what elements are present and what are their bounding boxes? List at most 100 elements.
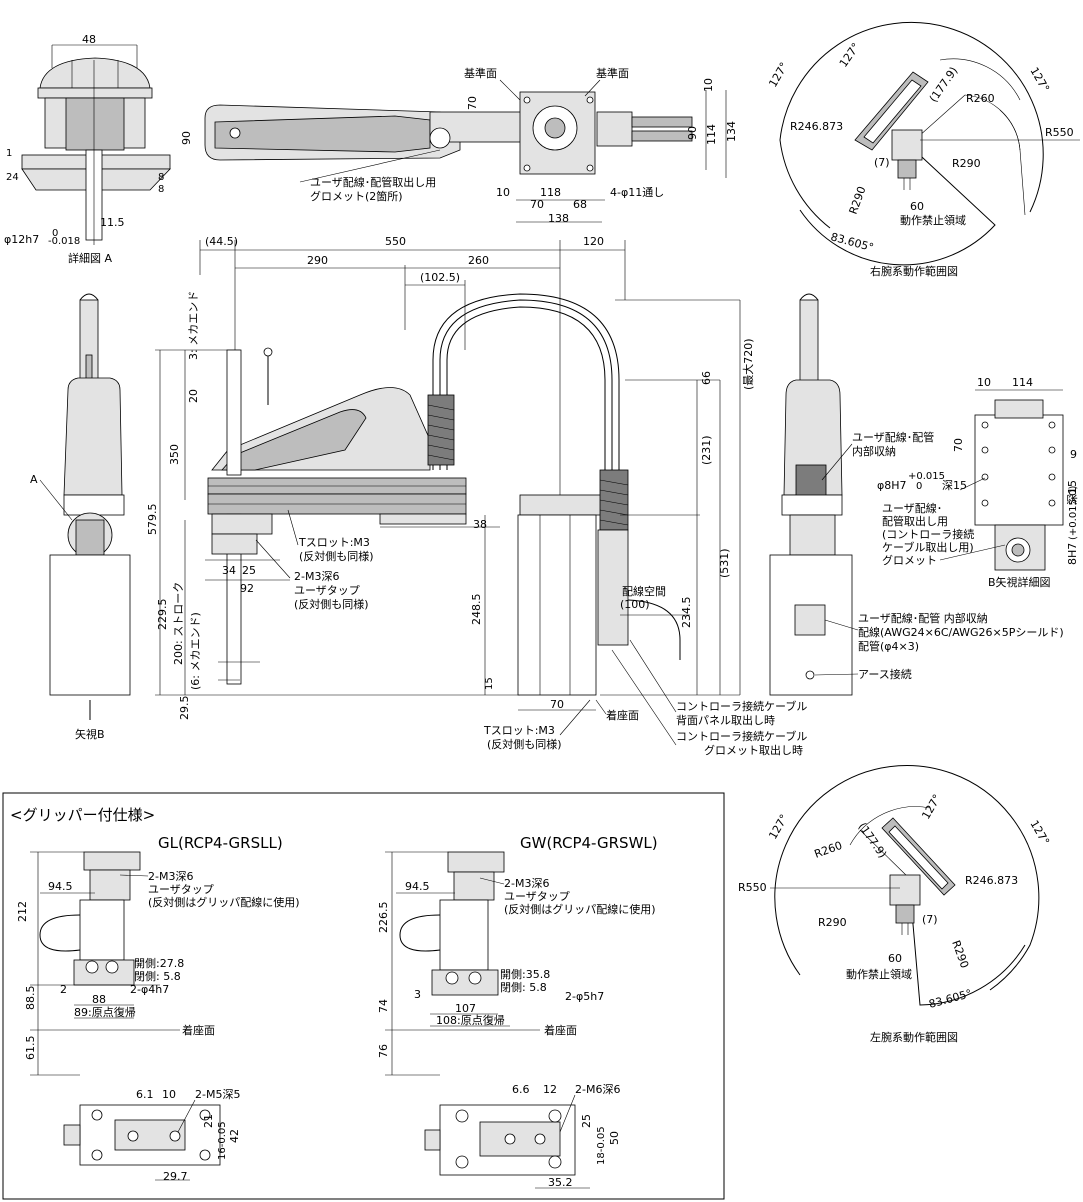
dim-label: 38: [473, 518, 487, 531]
dim-label: 12: [543, 1083, 557, 1096]
dim-label: 200: ストローク: [172, 582, 185, 665]
label: 閉側: 5.8: [134, 970, 181, 983]
label: ケーブル取出し用): [882, 540, 974, 554]
gripper-frame: [2, 792, 725, 1200]
label: グロメット: [882, 553, 937, 567]
gripper-gw-bottom: 6.6 12 2-M6深6 25 18-0.05 50 35.2: [424, 1083, 621, 1189]
dim-label: (177.9): [927, 64, 961, 104]
label: +0.015: [908, 471, 945, 482]
label: 開側:35.8: [500, 968, 550, 981]
dim-label: 0: [52, 228, 58, 239]
dim-label: 74: [377, 999, 390, 1013]
label: 閉側: 5.8: [500, 981, 547, 994]
dim-label: 127°: [766, 60, 791, 89]
dim-label: 29.7: [163, 1170, 188, 1183]
gripper-section: <グリッパー付仕様> GL(RCP4-GRSLL) 94.5 2-M3深6 ユー…: [2, 792, 725, 1200]
label: 4-φ11通し: [610, 186, 664, 199]
dim-label: 83.605°: [927, 987, 973, 1011]
dim-label: 226.5: [377, 902, 390, 934]
dim-label: 2: [60, 983, 67, 996]
dim-label: 60: [888, 952, 902, 965]
dim-label: 234.5: [680, 597, 693, 629]
dim-label: 6.1: [136, 1088, 154, 1101]
label: 基準面: [596, 66, 629, 80]
dim-label: 118: [540, 186, 561, 199]
label: グロメット(2箇所): [310, 189, 403, 203]
top-view: 基準面 基準面 70 10 90 90 114 134 10 118 70 68…: [180, 66, 738, 225]
label: 動作禁止領域: [900, 213, 966, 227]
dim-label: 70: [550, 698, 564, 711]
dim-label: 21: [202, 1114, 215, 1128]
dim-label: 229.5: [156, 599, 169, 631]
front-view: (44.5) 550 120 290 260 (102.5) 3: メカエンド …: [30, 235, 807, 757]
dim-label: R550: [1045, 126, 1074, 139]
caption: B矢視詳細図: [988, 575, 1051, 589]
label: Tスロット:M3: [298, 536, 370, 549]
label: (反対側はグリッパ配線に使用): [504, 902, 656, 916]
dim-label: R290: [949, 939, 971, 970]
label: 2-M6深6: [575, 1083, 620, 1096]
dim-label: 1: [6, 148, 12, 159]
label: (反対側も同様): [299, 549, 374, 563]
dim-label: (6: メカエンド): [189, 612, 202, 690]
label: 着座面: [182, 1023, 215, 1037]
dim-label: 34: [222, 564, 236, 577]
dim-label: (531): [718, 548, 731, 578]
label: 2-M3深6: [294, 570, 339, 583]
dim-label: 114: [705, 124, 718, 145]
label: 深15: [1066, 480, 1079, 505]
dim-label: 120: [583, 235, 604, 248]
label: 内部収納: [852, 444, 896, 458]
dim-label: 11.5: [100, 216, 125, 229]
label: A: [30, 473, 38, 486]
dim-label: 83.605°: [829, 230, 875, 254]
gripper-gw-side: 94.5 2-M3深6 ユーザタップ (反対側はグリッパ配線に使用) 226.5…: [377, 851, 656, 1076]
label: Tスロット:M3: [483, 724, 555, 737]
dim-label: 61.5: [24, 1036, 37, 1061]
dim-label: 25: [580, 1114, 593, 1128]
dim-label: R246.873: [790, 120, 843, 133]
label: (反対側も同様): [487, 737, 562, 751]
dim-label: 76: [377, 1044, 390, 1058]
dim-label: 89:原点復帰: [74, 1006, 136, 1019]
dim-label: (最大720): [741, 338, 755, 390]
dim-label: R290: [818, 916, 847, 929]
gripper-gl-title: GL(RCP4-GRSLL): [158, 834, 283, 852]
label: (反対側はグリッパ配線に使用): [148, 895, 300, 909]
dim-label: 9: [1070, 448, 1077, 461]
dim-label: 16-0.05: [217, 1121, 228, 1160]
dim-label: 50: [608, 1131, 621, 1145]
dim-label: 90: [686, 126, 699, 140]
dim-label: 134: [725, 121, 738, 142]
label: 動作禁止領域: [846, 967, 912, 981]
dim-label: (7): [874, 156, 890, 169]
label: 配管(φ4×3): [858, 639, 919, 653]
dim-label: R290: [952, 157, 981, 170]
dim-label: 48: [82, 33, 96, 46]
dim-label: R246.873: [965, 874, 1018, 887]
label: コントローラ接続ケーブル: [676, 699, 807, 713]
dim-label: (44.5): [205, 235, 238, 248]
dim-label: 70: [466, 96, 479, 110]
label: 2-M5深5: [195, 1088, 240, 1101]
right-arm-range: 127° 127° 127° (177.9) R260 R246.873 R55…: [766, 22, 1080, 278]
label: 2-M3深6: [504, 877, 549, 890]
label: 矢視B: [75, 727, 105, 741]
dim-label: 579.5: [146, 504, 159, 536]
label: 深15: [942, 479, 967, 492]
label: 開側:27.8: [134, 957, 184, 970]
dim-label: 127°: [837, 41, 863, 70]
label: 配管取出し用: [882, 514, 948, 528]
dim-label: 10: [162, 1088, 176, 1101]
label: (+0.015 0): [1068, 486, 1079, 540]
label: ユーザタップ: [294, 584, 360, 597]
label: 2-φ4h7: [130, 983, 169, 996]
side-view: ユーザ配線･配管 内部収納 ユーザ配線･配管 内部収納 配線(AWG24×6C/…: [769, 293, 1064, 696]
dim-label: 60: [910, 200, 924, 213]
dim-label: 25: [242, 564, 256, 577]
dim-label: 212: [16, 901, 29, 922]
label: 配線空間: [622, 584, 666, 598]
label: ユーザタップ: [504, 890, 570, 903]
caption: 右腕系動作範囲図: [870, 264, 958, 278]
dim-label: 127°: [1027, 818, 1052, 847]
